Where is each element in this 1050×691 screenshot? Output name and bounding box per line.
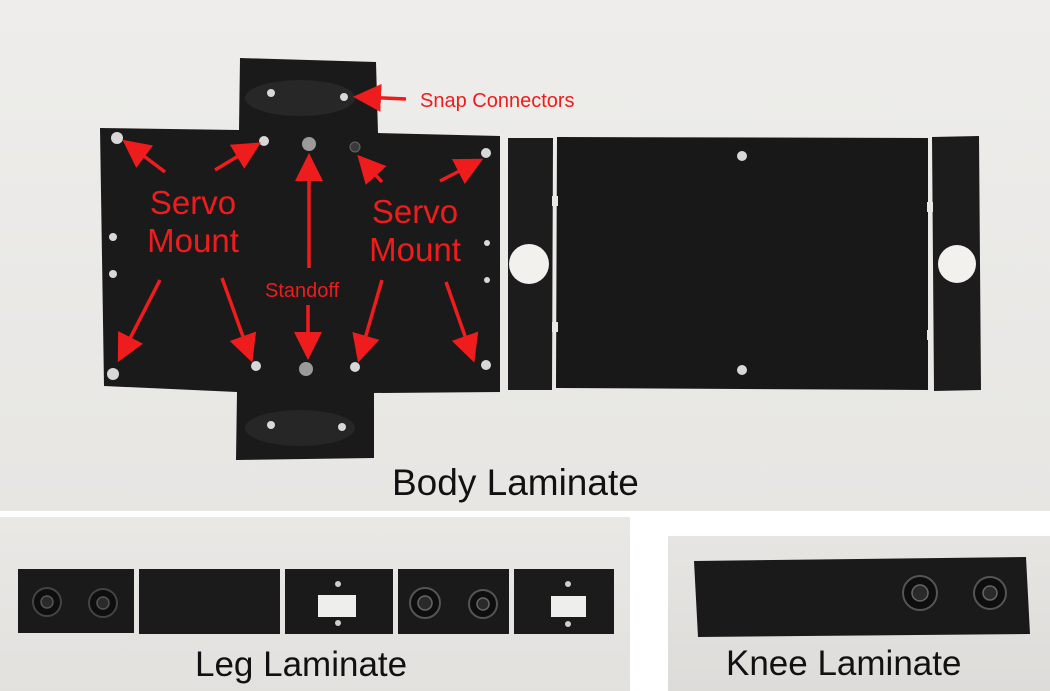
standoff-top (302, 137, 316, 151)
servo-mount-right-line2: Mount (369, 230, 461, 268)
knee-laminate-drawing (694, 557, 1030, 637)
knee-laminate-piece (694, 557, 1030, 637)
leg-laminate-photo: Leg Laminate (0, 517, 630, 691)
leg-snap-connectors (32, 587, 498, 619)
body-laminate-piece (100, 58, 981, 460)
standoff-label: Standoff (265, 280, 340, 302)
knee-snap-connectors (902, 575, 1007, 611)
body-laminate-caption: Body Laminate (392, 462, 639, 503)
leg-laminate-drawing (18, 569, 614, 634)
annotation-arrows (117, 83, 484, 363)
knee-laminate-photo: Knee Laminate (668, 536, 1050, 691)
servo-mount-right-line1: Servo (371, 193, 459, 230)
flexure-hole (938, 245, 976, 283)
leg-laminate-piece (18, 569, 614, 634)
servo-mount-left-line1: Servo (149, 184, 237, 221)
snap-connectors-label: Snap Connectors (420, 90, 575, 112)
standoff-bottom (299, 362, 313, 376)
flexure-hole (509, 244, 549, 284)
body-laminate-photo: Snap Connectors Servo Mount Servo Mount … (0, 0, 1050, 511)
body-laminate-drawing (100, 58, 981, 460)
servo-mount-left-label: Servo Mount (143, 184, 243, 260)
leg-cutout (318, 595, 356, 617)
leg-laminate-caption: Leg Laminate (195, 645, 408, 684)
leg-cutout (551, 596, 586, 617)
knee-laminate-caption: Knee Laminate (726, 644, 962, 683)
servo-mount-left-line2: Mount (147, 221, 239, 259)
servo-mount-right-label: Servo Mount (365, 193, 465, 269)
